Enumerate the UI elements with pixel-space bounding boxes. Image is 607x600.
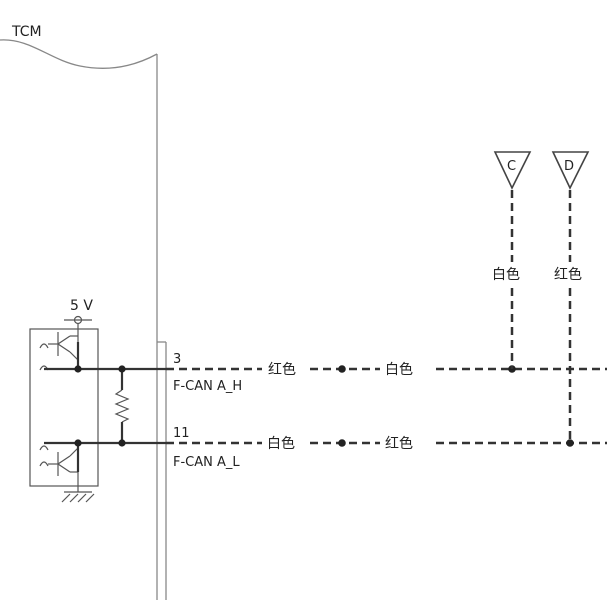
splice-dot: [566, 439, 574, 447]
tcm-torn-edge: [0, 39, 158, 69]
connector-d-triangle: [551, 151, 590, 190]
ground-symbol: [61, 472, 95, 503]
connector-c-branch: C 白色: [492, 151, 532, 369]
upper-transistor: [39, 332, 79, 371]
pin-number-h: 3: [173, 352, 181, 367]
supply-label: 5 V: [70, 298, 93, 314]
junction-dot: [118, 365, 126, 373]
junction-dot: [74, 365, 82, 373]
wire-color-label: 白色: [385, 361, 413, 378]
junction-dot: [118, 439, 126, 447]
wire-color-label: 红色: [554, 266, 582, 283]
connector-d-label: D: [564, 159, 574, 174]
junction-dot: [74, 439, 82, 447]
transceiver-box: [29, 328, 99, 487]
splice-dot: [338, 365, 346, 373]
transceiver-block: 5 V: [29, 298, 166, 503]
termination-resistor: [114, 365, 130, 447]
wire-color-label: 红色: [268, 361, 296, 378]
connector-c-triangle: [493, 151, 532, 190]
tcm-module: TCM: [0, 24, 167, 600]
connector-c-label: C: [507, 159, 516, 174]
lower-transistor: [39, 445, 79, 476]
wire-color-label: 红色: [385, 435, 413, 452]
wire-color-label: 白色: [492, 266, 520, 283]
wire-color-label: 白色: [267, 435, 295, 452]
pin-signal-h: F-CAN A_H: [173, 379, 242, 394]
pin-signal-l: F-CAN A_L: [173, 455, 240, 470]
tcm-label: TCM: [11, 24, 42, 40]
can-l-wire: 白色 红色: [166, 435, 607, 452]
splice-dot: [338, 439, 346, 447]
connector-d-branch: D 红色: [551, 151, 590, 443]
can-h-wire: 红色 白色: [166, 361, 607, 378]
pin-number-l: 11: [173, 426, 190, 441]
